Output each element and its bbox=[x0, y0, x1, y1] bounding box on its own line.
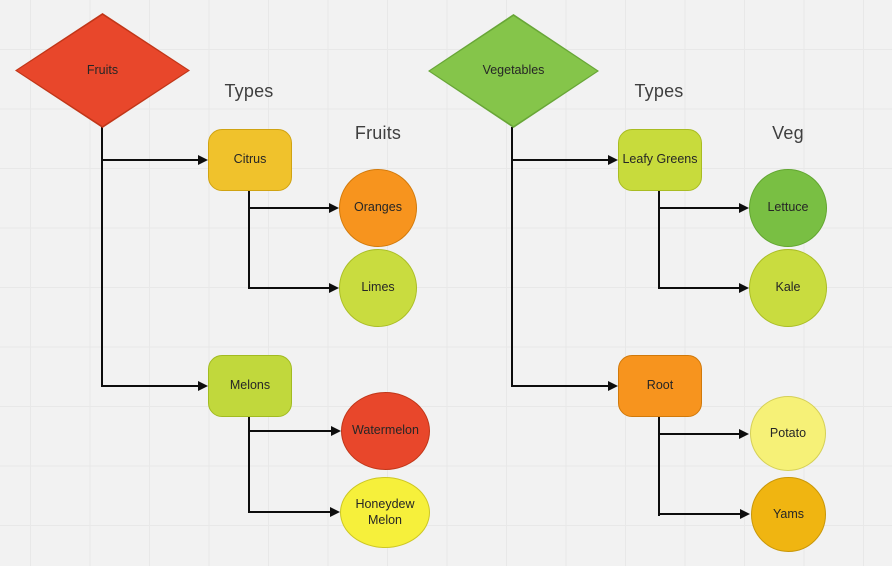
node-root-label: Root bbox=[646, 378, 674, 393]
arrowhead-icon bbox=[198, 381, 208, 391]
edge-leafy-greens-kale bbox=[658, 287, 739, 289]
node-vegetables[interactable]: Vegetables bbox=[428, 14, 599, 128]
node-yams-label: Yams bbox=[772, 506, 805, 521]
node-limes-label: Limes bbox=[361, 280, 395, 295]
arrowhead-icon bbox=[608, 155, 618, 165]
node-melons-label: Melons bbox=[229, 378, 271, 393]
node-watermelon-label: Watermelon bbox=[352, 423, 419, 438]
heading-fruits-group[interactable]: Fruits bbox=[354, 123, 402, 143]
node-lettuce[interactable]: Lettuce bbox=[749, 169, 827, 247]
node-honeydew[interactable]: Honeydew Melon bbox=[340, 477, 430, 548]
heading-fruit-types[interactable]: Types bbox=[224, 81, 274, 101]
edge-fruits-melons bbox=[101, 385, 198, 387]
arrowhead-icon bbox=[739, 283, 749, 293]
node-root[interactable]: Root bbox=[618, 355, 702, 417]
node-citrus[interactable]: Citrus bbox=[208, 129, 292, 191]
edge-citrus-trunk bbox=[248, 190, 250, 289]
arrowhead-icon bbox=[608, 381, 618, 391]
arrowhead-icon bbox=[739, 203, 749, 213]
node-kale[interactable]: Kale bbox=[749, 249, 827, 327]
edge-root-potato bbox=[658, 433, 739, 435]
edge-melons-trunk bbox=[248, 416, 250, 513]
arrowhead-icon bbox=[739, 429, 749, 439]
edge-root-trunk bbox=[658, 416, 660, 516]
edge-fruits-trunk bbox=[101, 127, 103, 387]
edge-leafy-greens-lettuce bbox=[658, 207, 739, 209]
node-oranges-label: Oranges bbox=[354, 200, 402, 215]
arrowhead-icon bbox=[198, 155, 208, 165]
edge-fruits-citrus bbox=[101, 159, 198, 161]
node-leafy-greens-label: Leafy Greens bbox=[622, 152, 698, 167]
node-citrus-label: Citrus bbox=[233, 152, 267, 167]
arrowhead-icon bbox=[329, 203, 339, 213]
node-watermelon[interactable]: Watermelon bbox=[341, 392, 430, 470]
node-potato-label: Potato bbox=[769, 425, 807, 440]
node-leafy-greens[interactable]: Leafy Greens bbox=[618, 129, 702, 191]
node-honeydew-label: Honeydew Melon bbox=[355, 496, 415, 527]
edge-vegetables-root bbox=[511, 385, 608, 387]
arrowhead-icon bbox=[329, 283, 339, 293]
node-kale-label: Kale bbox=[775, 280, 801, 295]
heading-veg-types[interactable]: Types bbox=[634, 81, 684, 101]
node-yams[interactable]: Yams bbox=[751, 477, 826, 552]
edge-melons-watermelon bbox=[248, 430, 331, 432]
node-lettuce-label: Lettuce bbox=[767, 200, 809, 215]
edge-melons-honeydew bbox=[248, 511, 330, 513]
edge-root-yams bbox=[658, 513, 740, 515]
edge-vegetables-trunk bbox=[511, 127, 513, 387]
node-fruits[interactable]: Fruits bbox=[15, 13, 190, 128]
node-oranges[interactable]: Oranges bbox=[339, 169, 417, 247]
edge-vegetables-leafy-greens bbox=[511, 159, 608, 161]
node-melons[interactable]: Melons bbox=[208, 355, 292, 417]
node-potato[interactable]: Potato bbox=[750, 396, 826, 471]
node-vegetables-shape bbox=[430, 16, 597, 126]
arrowhead-icon bbox=[740, 509, 750, 519]
arrowhead-icon bbox=[330, 507, 340, 517]
node-limes[interactable]: Limes bbox=[339, 249, 417, 327]
edge-citrus-limes bbox=[248, 287, 329, 289]
edge-citrus-oranges bbox=[248, 207, 329, 209]
edge-leafy-greens-trunk bbox=[658, 190, 660, 289]
node-fruits-shape bbox=[17, 15, 188, 126]
heading-veg-group[interactable]: Veg bbox=[772, 123, 804, 143]
arrowhead-icon bbox=[331, 426, 341, 436]
